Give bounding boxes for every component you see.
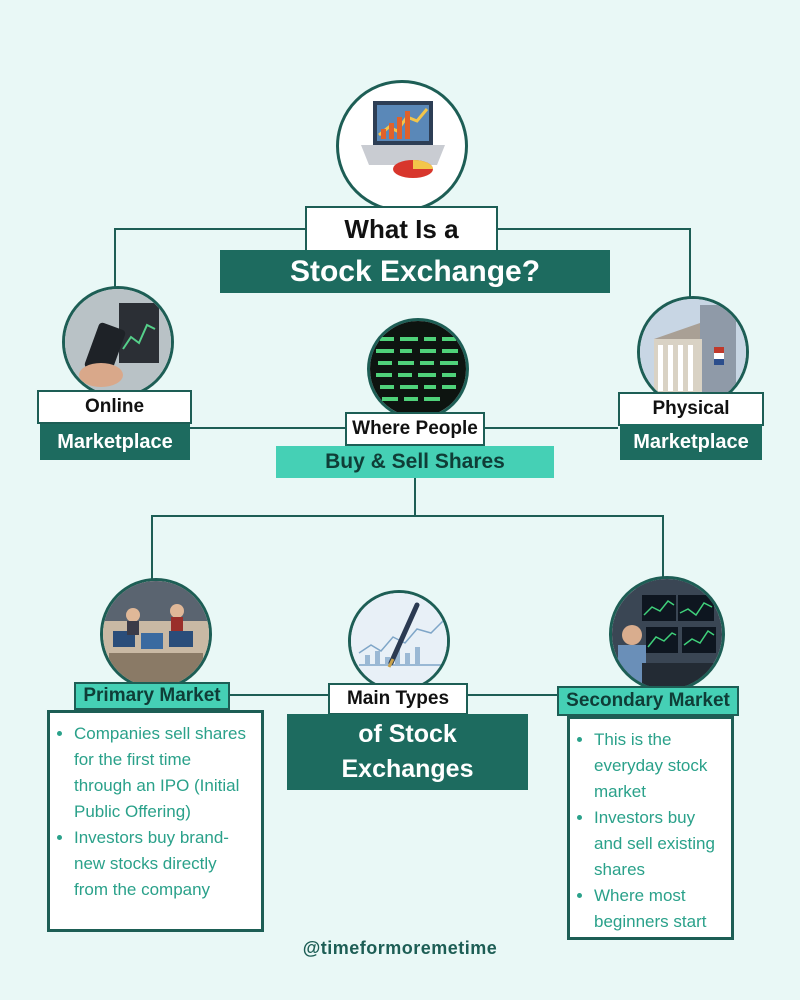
trading-floor-icon xyxy=(100,578,212,690)
pen-chart-icon xyxy=(348,590,450,692)
list-item: Companies sell shares for the first time… xyxy=(74,721,251,825)
smartphone-trading-icon xyxy=(62,286,174,398)
physical-label: Physical xyxy=(618,392,764,426)
secondary-market-label: Secondary Market xyxy=(557,686,739,716)
types-line-3-text: Exchanges xyxy=(341,755,474,783)
physical-marketplace-label: Marketplace xyxy=(620,424,762,460)
title-line-2: Stock Exchange? xyxy=(220,250,610,293)
primary-market-list: Companies sell shares for the first time… xyxy=(47,710,264,932)
types-line-2-text: of Stock xyxy=(358,720,457,748)
types-line-1: Main Types xyxy=(328,683,468,715)
types-line-2: of Stock Exchanges xyxy=(287,714,528,790)
definition-line-2: Buy & Sell Shares xyxy=(276,446,554,478)
list-item: Investors buy and sell existing shares xyxy=(594,805,721,883)
list-item: This is the everyday stock market xyxy=(594,727,721,805)
stock-exchange-building-icon xyxy=(637,296,749,408)
list-item: Investors buy brand-new stocks directly … xyxy=(74,825,251,903)
title-line-1: What Is a xyxy=(305,206,498,252)
stock-ticker-board-icon xyxy=(367,318,469,420)
author-handle: @timeformoremetime xyxy=(302,938,498,958)
online-marketplace-label: Marketplace xyxy=(40,424,190,460)
online-label: Online xyxy=(37,390,192,424)
primary-market-label: Primary Market xyxy=(74,682,230,710)
definition-line-1: Where People xyxy=(345,412,485,446)
laptop-chart-icon xyxy=(336,80,468,212)
list-item: Where most beginners start xyxy=(594,883,721,935)
secondary-market-list: This is the everyday stock market Invest… xyxy=(567,716,734,940)
trader-monitors-icon xyxy=(609,576,725,692)
